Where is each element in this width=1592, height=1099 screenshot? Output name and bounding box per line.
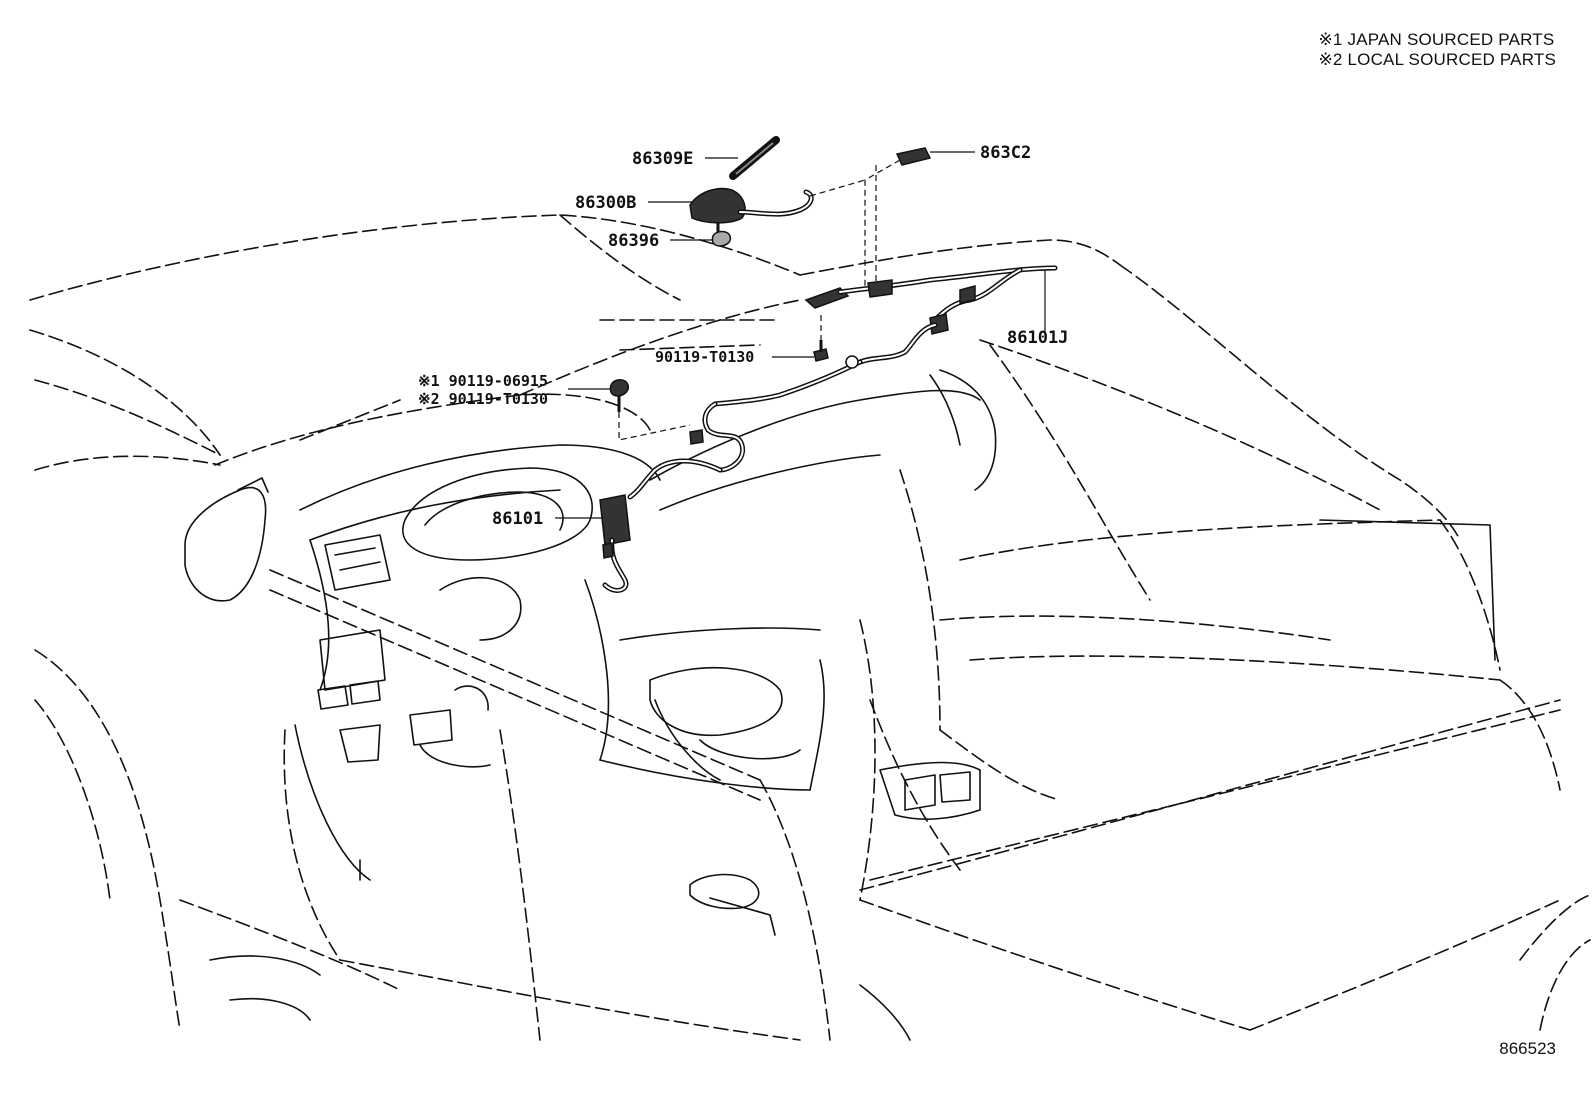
figure-id: 866523 xyxy=(1499,1039,1556,1058)
legend: ※1 JAPAN SOURCED PARTS ※2 LOCAL SOURCED … xyxy=(1318,30,1556,70)
label-86309E: 86309E xyxy=(632,149,693,169)
label-screw-jp: ※1 90119-06915 xyxy=(418,372,548,390)
antenna-pad xyxy=(711,230,732,247)
antenna-rod xyxy=(729,136,780,180)
screw-lower xyxy=(609,379,630,412)
vehicle-outline xyxy=(29,214,1591,1041)
legend-local-sourced: ※2 LOCAL SOURCED PARTS xyxy=(1318,50,1556,69)
interior-outline xyxy=(184,369,1496,1041)
label-86300B: 86300B xyxy=(575,193,636,213)
legend-japan-sourced: ※1 JAPAN SOURCED PARTS xyxy=(1318,30,1555,49)
cord-main-harness xyxy=(599,401,746,593)
label-86101: 86101 xyxy=(492,509,543,529)
screw-upper xyxy=(813,340,829,362)
cord-sub-harness xyxy=(712,265,1058,407)
part-callouts: 86309E 86300B 86396 863C2 86101J 90119-T… xyxy=(418,143,1068,529)
label-screw-local: ※2 90119-T0130 xyxy=(418,390,548,408)
label-863C2: 863C2 xyxy=(980,143,1031,163)
label-86396: 86396 xyxy=(608,231,659,251)
connector xyxy=(864,147,932,290)
antenna-base xyxy=(689,187,814,232)
label-screw-upper: 90119-T0130 xyxy=(655,348,754,366)
label-86101J: 86101J xyxy=(1007,328,1068,348)
